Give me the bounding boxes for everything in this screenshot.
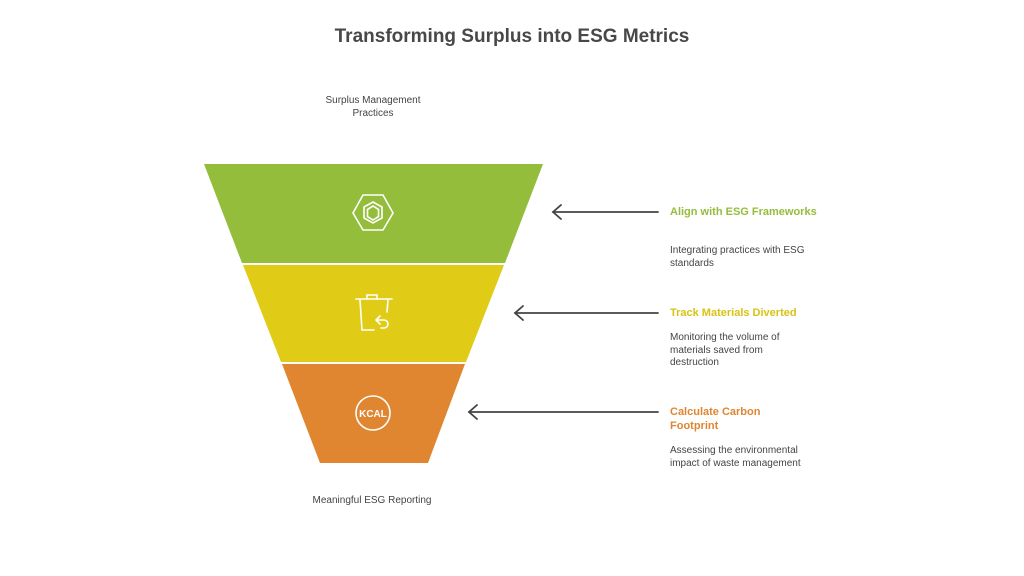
diagram-title: Transforming Surplus into ESG Metrics <box>334 26 690 47</box>
stage-2-heading: Track Materials Diverted <box>670 307 797 319</box>
kcal-icon: KCAL <box>355 395 391 431</box>
stage-1-description: Integrating practices with ESG standards <box>670 245 805 269</box>
arrow-left-icon <box>513 305 659 321</box>
trash-return-icon <box>355 294 393 331</box>
stage-3-heading: Calculate Carbon Footprint <box>670 406 761 432</box>
stage-1-heading: Align with ESG Frameworks <box>670 206 817 218</box>
funnel-top-label: Surplus Management Practices <box>325 95 421 119</box>
funnel-stage-2 <box>243 265 504 362</box>
stage-2-description: Monitoring the volume of materials saved… <box>670 332 780 368</box>
kcal-icon-text: KCAL <box>359 409 387 420</box>
funnel-bottom-label: Meaningful ESG Reporting <box>312 495 432 506</box>
funnel-stage-1 <box>204 164 543 263</box>
arrow-left-icon <box>551 204 659 220</box>
hexagon-icon <box>352 194 394 231</box>
arrow-left-icon <box>467 404 659 420</box>
stage-3-description: Assessing the environmental impact of wa… <box>670 445 801 469</box>
funnel-stage-3 <box>282 364 465 463</box>
